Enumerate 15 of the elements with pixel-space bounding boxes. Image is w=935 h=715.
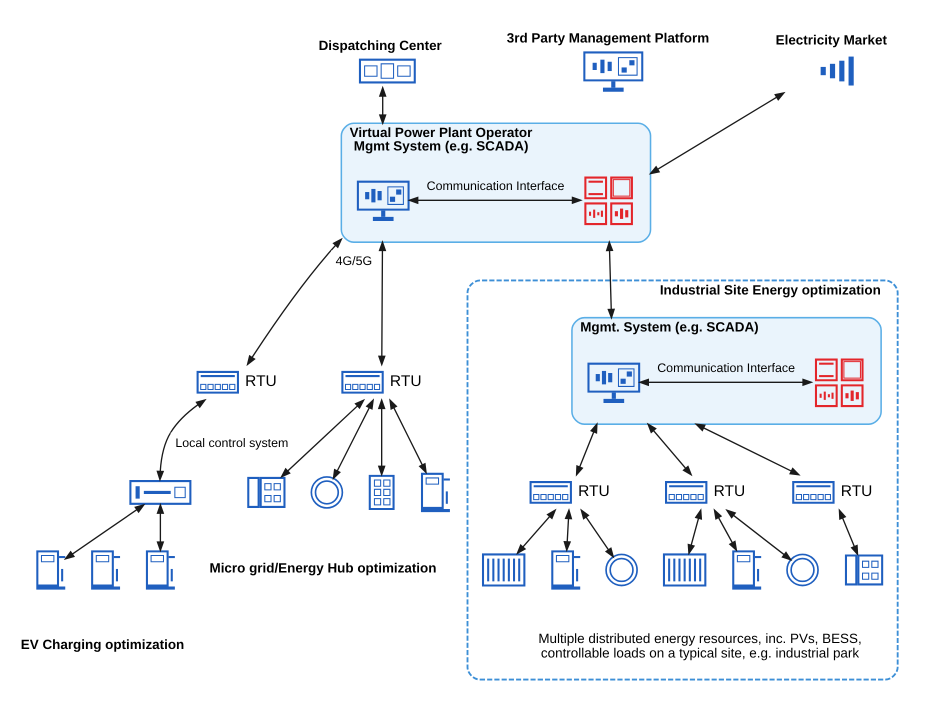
node-label: RTU: [840, 482, 872, 500]
label: Multiple distributed energy resources, inc. PVs, BESS, controllable loads on a typical site, e.g. industrial park: [538, 630, 862, 660]
edge-label: Local control system: [175, 436, 288, 450]
node-label: RTU: [578, 482, 610, 500]
node-label: Dispatching Center: [318, 37, 442, 52]
label: EV Charging optimization: [20, 636, 184, 652]
node-label: RTU: [390, 372, 422, 390]
label: Micro grid/Energy Hub optimization: [210, 560, 436, 575]
node-label: Electricity Market: [776, 32, 887, 48]
node-label: RTU: [714, 482, 746, 500]
node-label: RTU: [245, 372, 277, 390]
node-label: 3rd Party Management Platform: [506, 30, 710, 46]
edge-label: 4G/5G: [336, 254, 372, 268]
edge-label: Communication Interface: [657, 360, 795, 375]
edge-label: Communication Interface: [426, 178, 564, 193]
